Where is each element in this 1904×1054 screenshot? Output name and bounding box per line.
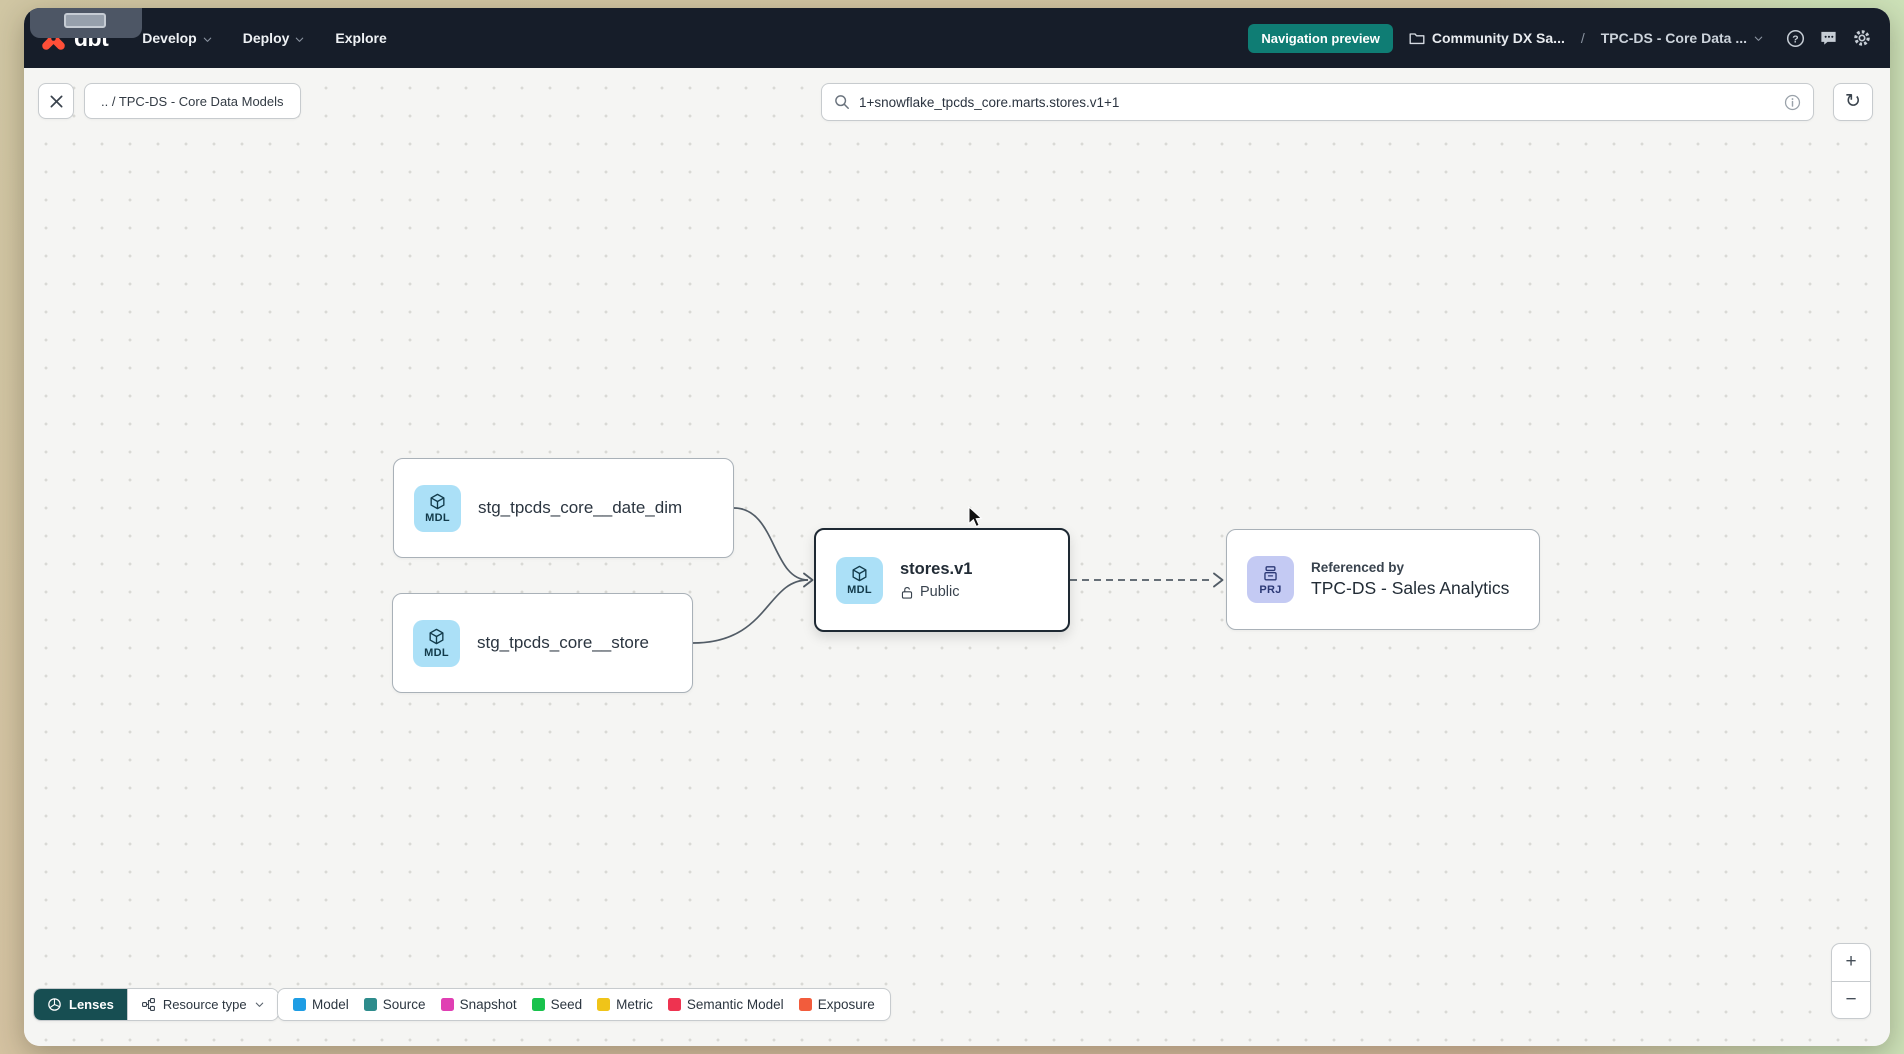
refresh-icon: ↻ <box>1845 90 1861 112</box>
resource-type-dropdown[interactable]: Resource type <box>126 989 278 1020</box>
menu-deploy[interactable]: Deploy <box>243 30 306 46</box>
lens-icon <box>48 998 61 1011</box>
svg-text:?: ? <box>1792 34 1798 45</box>
mouse-cursor <box>968 506 983 528</box>
node-referenced-project[interactable]: PRJ Referenced by TPC-DS - Sales Analyti… <box>1226 529 1540 630</box>
legend-swatch <box>667 998 681 1011</box>
zoom-in-button[interactable]: + <box>1832 944 1870 982</box>
breadcrumb-separator: / <box>1580 30 1585 46</box>
window-artifact-inner <box>64 13 106 28</box>
lineage-search <box>821 83 1814 121</box>
navbar-right: Navigation preview Community DX Sa... / … <box>1248 23 1872 53</box>
cube-icon <box>852 565 867 582</box>
chevron-down-icon <box>296 37 304 42</box>
legend-item-seed: Seed <box>531 997 582 1012</box>
resource-type-icon <box>141 998 155 1011</box>
chevron-down-icon <box>255 1002 263 1007</box>
cube-icon <box>430 493 445 510</box>
navbar-icons: ? <box>1786 28 1872 48</box>
node-stg-tpcds-core-date-dim[interactable]: MDL stg_tpcds_core__date_dim <box>393 458 734 558</box>
node-access-row: Public <box>900 584 972 600</box>
view-controls: Lenses Resource type <box>33 988 279 1021</box>
legend-swatch <box>363 998 377 1011</box>
node-kicker: Referenced by <box>1311 560 1405 575</box>
legend-item-exposure: Exposure <box>798 997 875 1012</box>
node-title: stores.v1 <box>900 560 973 578</box>
zoom-out-button[interactable]: − <box>1845 988 1857 1010</box>
unlock-icon <box>901 586 913 599</box>
menu-explore[interactable]: Explore <box>335 30 387 46</box>
navigation-preview-badge[interactable]: Navigation preview <box>1248 23 1393 53</box>
settings-gear-icon[interactable] <box>1852 28 1872 48</box>
search-icon <box>835 95 849 109</box>
feedback-icon[interactable] <box>1819 29 1838 48</box>
breadcrumb-project[interactable]: TPC-DS - Core Data ... <box>1601 30 1764 46</box>
legend-item-source: Source <box>363 997 426 1012</box>
lineage-edges <box>692 507 1224 644</box>
help-icon[interactable]: ? <box>1786 29 1805 48</box>
zoom-controls: + − <box>1831 943 1871 1019</box>
info-icon[interactable] <box>1784 94 1801 111</box>
lineage-canvas[interactable]: .. / TPC-DS - Core Data Models ↻ <box>24 68 1890 1046</box>
legend-swatch <box>597 998 611 1011</box>
model-badge: MDL <box>414 484 461 532</box>
legend-swatch <box>531 998 545 1011</box>
chevron-down-icon <box>203 37 211 42</box>
search-input[interactable] <box>859 94 1775 110</box>
node-label: stg_tpcds_core__date_dim <box>478 498 683 517</box>
edge-date-dim-to-stores <box>733 507 809 581</box>
node-access-label: Public <box>920 584 960 600</box>
node-title: TPC-DS - Sales Analytics <box>1311 578 1510 598</box>
refresh-button[interactable]: ↻ <box>1833 83 1873 121</box>
legend-swatch <box>798 998 812 1011</box>
project-badge: PRJ <box>1247 556 1294 603</box>
breadcrumb-account[interactable]: Community DX Sa... <box>1409 30 1565 46</box>
edge-store-to-stores <box>692 579 809 644</box>
edge-arrowhead <box>1213 572 1224 588</box>
cube-icon <box>429 628 444 645</box>
node-stg-tpcds-core-store[interactable]: MDL stg_tpcds_core__store <box>392 593 693 693</box>
menu-develop[interactable]: Develop <box>142 30 212 46</box>
close-button[interactable] <box>38 83 74 119</box>
legend-item-snapshot: Snapshot <box>440 997 517 1012</box>
model-badge: MDL <box>836 556 883 604</box>
node-stores-v1[interactable]: MDL stores.v1 Public <box>814 528 1070 632</box>
legend-item-model: Model <box>293 997 349 1012</box>
resource-legend: Model Source Snapshot Seed Metric Semant… <box>277 988 891 1021</box>
chevron-down-icon <box>1754 36 1763 41</box>
archive-icon <box>1264 565 1277 581</box>
node-label: stg_tpcds_core__store <box>477 633 649 652</box>
close-icon <box>50 95 62 107</box>
legend-swatch <box>440 998 454 1011</box>
lenses-button[interactable]: Lenses <box>34 989 127 1020</box>
legend-item-semantic-model: Semantic Model <box>667 997 784 1012</box>
edge-arrowhead <box>803 572 814 588</box>
folder-icon <box>1409 33 1425 45</box>
model-badge: MDL <box>413 619 460 667</box>
lineage-breadcrumb[interactable]: .. / TPC-DS - Core Data Models <box>84 83 301 119</box>
top-navbar: dbt Develop Deploy Explore Navigation pr… <box>24 8 1890 68</box>
window-artifact <box>30 8 142 38</box>
legend-item-metric: Metric <box>597 997 653 1012</box>
legend-swatch <box>293 998 306 1011</box>
app-window: dbt Develop Deploy Explore Navigation pr… <box>24 8 1890 1046</box>
